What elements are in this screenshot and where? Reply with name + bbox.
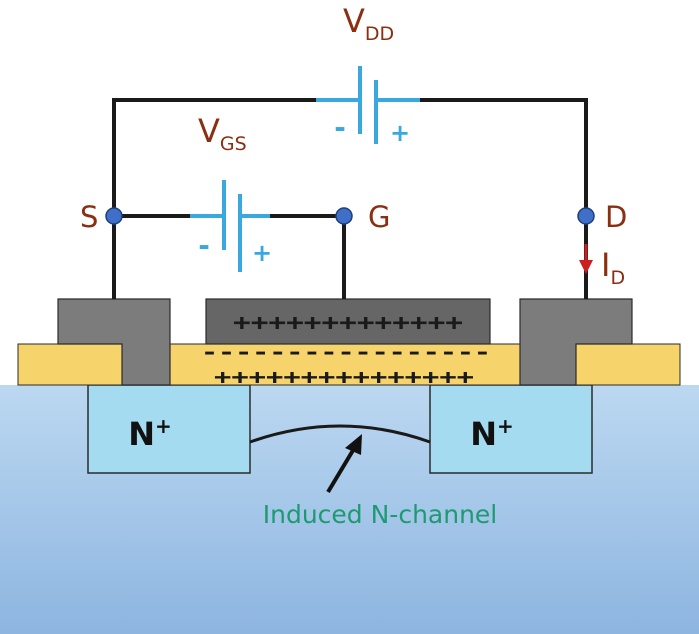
vgs-battery: - + (190, 180, 272, 272)
vdd-wire-right (420, 98, 588, 299)
drain-label: D (605, 200, 627, 234)
vdd-battery: - + (316, 66, 420, 147)
induced-channel-pointer (326, 445, 357, 494)
gate-terminal (335, 207, 353, 225)
source-terminal (105, 207, 123, 225)
vgs-wire-right (270, 214, 346, 299)
source-label: S (80, 200, 98, 234)
gate-metal (205, 298, 491, 345)
induced-channel-label: Induced N-channel (263, 500, 498, 529)
channel-positive-charges: +++++++++++++++ (214, 365, 474, 389)
vdd-label: VDD (343, 2, 394, 45)
drain-current-arrowhead (579, 260, 593, 274)
oxide-center (169, 343, 521, 386)
vdd-plus-sign: + (390, 119, 410, 147)
drain-current-label: ID (601, 246, 625, 289)
oxide-left (17, 343, 123, 386)
drain-contact (519, 298, 633, 386)
vgs-label: VGS (198, 112, 247, 155)
oxide-right (575, 343, 681, 386)
source-contact (57, 298, 171, 386)
induced-channel-arrowhead (345, 434, 362, 455)
vgs-minus-sign: - (198, 229, 210, 262)
gate-label: G (368, 200, 390, 234)
n-plus-source-region (87, 384, 251, 474)
n-plus-source-label: N+ (128, 414, 172, 453)
induced-channel-curve (249, 424, 431, 444)
oxide-negative-charges: ----------------- (201, 340, 491, 364)
vdd-minus-sign: - (334, 111, 346, 144)
gate-charges: +++++++++++++ (233, 311, 463, 336)
n-plus-drain-label: N+ (470, 414, 514, 453)
vgs-plus-sign: + (252, 239, 272, 267)
drain-terminal (577, 207, 595, 225)
vdd-wire-left (112, 98, 316, 299)
